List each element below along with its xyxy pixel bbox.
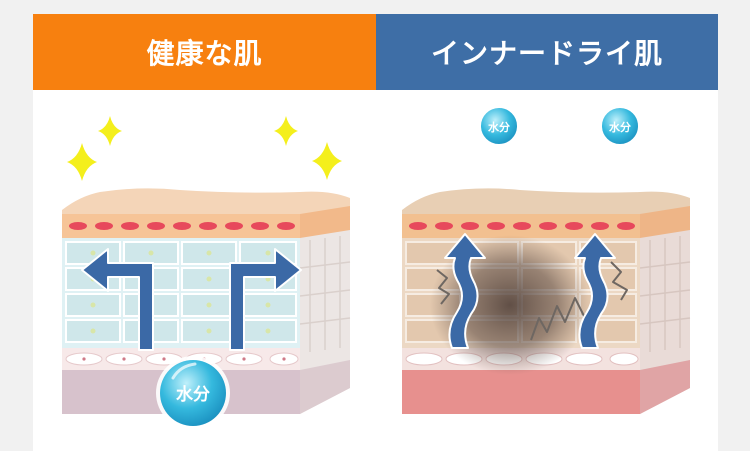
water-label-2: 水分 [609,120,631,134]
water-label-1: 水分 [488,120,510,134]
arrow-icon [444,233,616,349]
inner-dry-skin-title: インナードライ肌 [430,37,663,70]
inner-dry-skin-header: インナードライ肌 [376,14,718,90]
inner-dry-skin-illustration: 水分 水分 [402,106,691,414]
water-drop-icon [156,356,230,430]
water-drop-icon [479,106,640,146]
crack-icon [436,261,628,341]
healthy-skin-illustration: 水分 [62,116,351,430]
healthy-skin-header: 健康な肌 [33,14,376,90]
water-label: 水分 [176,384,210,405]
healthy-skin-title: 健康な肌 [146,37,263,70]
sparkle-icon [67,116,342,181]
arrow-icon [81,248,302,351]
